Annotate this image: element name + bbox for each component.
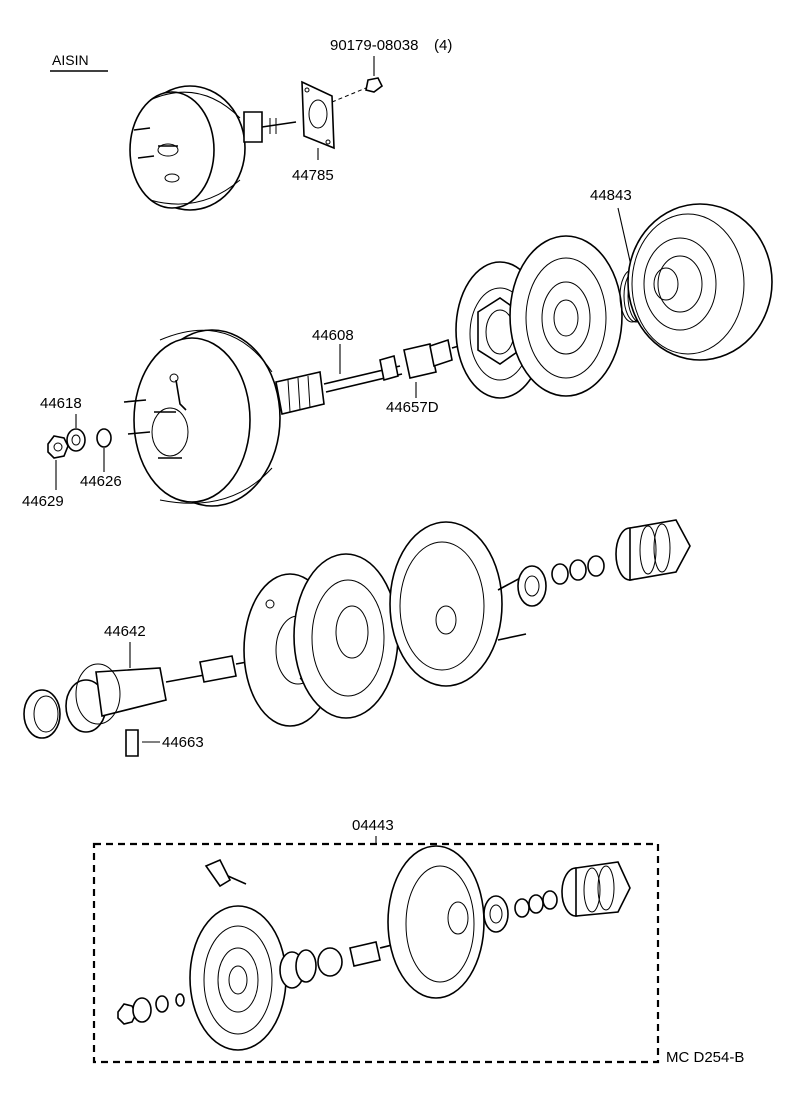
label-44629: 44629: [22, 493, 64, 510]
label-90179-08038: 90179-08038: [330, 37, 418, 54]
label-44608: 44608: [312, 327, 354, 344]
kit-boundary: [92, 842, 660, 1064]
label-44642: 44642: [104, 623, 146, 640]
label-44663: 44663: [162, 734, 204, 751]
label-qty-4: (4): [434, 37, 452, 54]
label-44657d: 44657D: [386, 399, 439, 416]
label-44843: 44843: [590, 187, 632, 204]
diagram-code: MC D254-B: [666, 1049, 744, 1066]
repair-kit: 04443: [92, 817, 660, 1064]
label-44626: 44626: [80, 473, 122, 490]
label-44618: 44618: [40, 395, 82, 412]
nut: [365, 77, 384, 93]
booster-front-exploded: 44843 44608 44657D 44618 44626 44629: [22, 187, 773, 510]
booster-assembly-top: AISIN 90179-08038 (4) 44785: [50, 37, 452, 211]
gasket-plate: [301, 80, 335, 150]
booster-rear-exploded: 44642 44663: [23, 519, 691, 757]
label-44785: 44785: [292, 167, 334, 184]
brand-label: AISIN: [52, 52, 89, 68]
label-04443: 04443: [352, 817, 394, 834]
